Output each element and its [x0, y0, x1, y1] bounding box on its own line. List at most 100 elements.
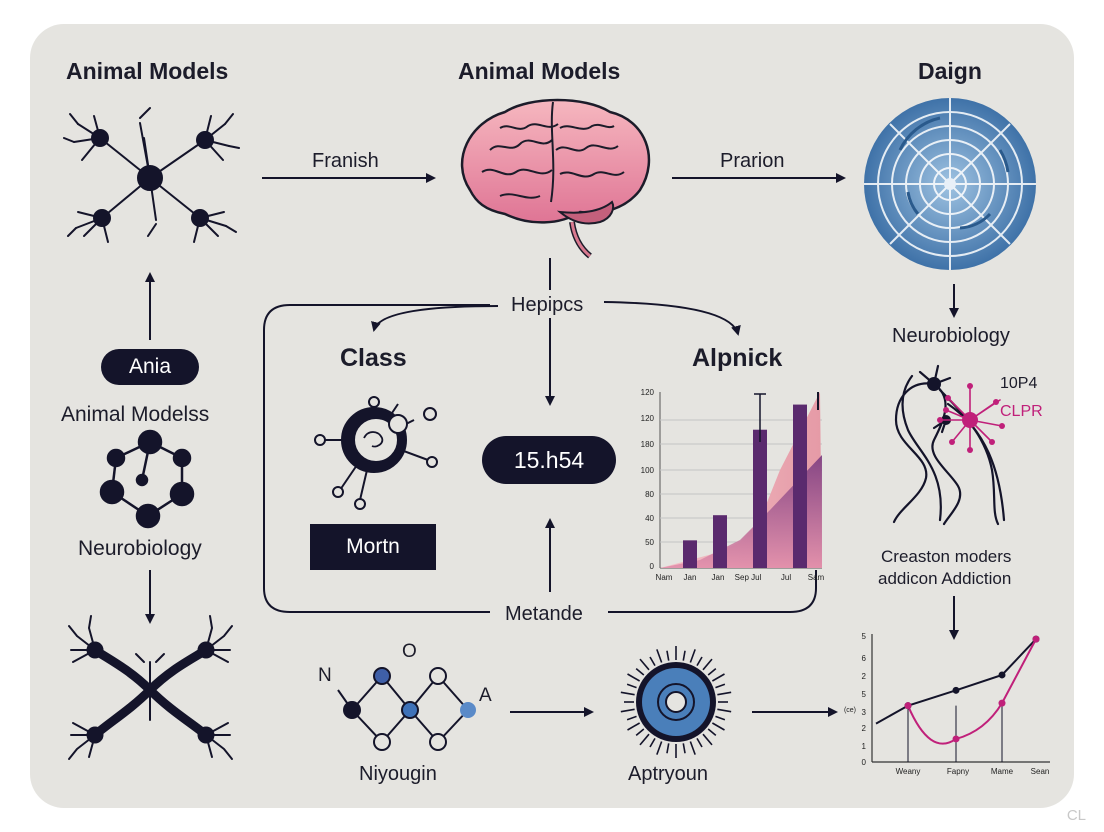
virus-icon	[620, 646, 732, 758]
neuron-pair-icon	[892, 364, 1006, 526]
virus-spike	[656, 741, 663, 755]
series-magenta-point	[998, 699, 1006, 707]
virus-spike	[656, 649, 663, 663]
line-x-tick: Mame	[991, 767, 1014, 776]
series-dark-point	[998, 671, 1006, 679]
hub-label: Hepipcs	[511, 294, 584, 316]
series-magenta-point	[952, 735, 960, 743]
neuron-cluster-icon	[63, 107, 240, 243]
bar-x-tick: Jul	[781, 573, 791, 582]
line-x-tick: Weany	[896, 767, 921, 776]
bottom-left-caption: Niyougin	[359, 763, 437, 785]
virus-spike	[707, 728, 717, 737]
virus-spike	[689, 741, 696, 755]
virus-spike	[666, 743, 670, 754]
bar-y-tick: 50	[645, 538, 654, 547]
virus-spike	[682, 743, 686, 754]
virus-spike	[696, 656, 703, 667]
line-y-tick: 6	[862, 654, 867, 663]
molecule-icon	[99, 429, 195, 529]
series-magenta-line	[907, 638, 1037, 745]
line-y-tick: 1	[862, 742, 867, 751]
value-label: 15.h54	[513, 446, 585, 473]
virus-spike	[696, 737, 703, 748]
line-x-tick: Sean	[1031, 767, 1050, 776]
watermark: CL	[1066, 807, 1086, 824]
clpr-label: CLPR	[1000, 403, 1043, 420]
circular-maze-icon	[864, 98, 1036, 270]
bar-y-tick: 180	[641, 440, 655, 449]
virus-spike	[711, 673, 725, 682]
line-y-tick: 3	[862, 708, 867, 717]
virus-spike	[620, 708, 635, 713]
arrow-label-left: Franish	[312, 150, 379, 172]
bar-y-tick: 40	[645, 514, 654, 523]
line-x-tick: Fapny	[947, 767, 969, 776]
line-chart: 5 6 2 5 3 2 1 0 (ce) Weany Fapny Mame Sean	[844, 632, 1050, 776]
ania-pill: Ania	[101, 349, 199, 385]
bar-3	[793, 404, 807, 568]
left-subtitle: Neurobiology	[78, 537, 202, 560]
virus-spike	[682, 650, 686, 661]
virus-spike	[715, 715, 726, 721]
bar-2	[753, 429, 767, 568]
virus-spike	[639, 658, 650, 671]
bar-y-tick: 120	[641, 414, 655, 423]
virus-spike	[620, 691, 635, 696]
line-y-label: (ce)	[844, 707, 856, 714]
series-dark-point	[952, 686, 960, 694]
virus-spike	[715, 683, 726, 689]
header-center: Animal Models	[458, 58, 621, 84]
bottom-mid-caption: Aptryoun	[628, 763, 709, 785]
virus-spike	[635, 728, 645, 737]
series-magenta-point	[1032, 635, 1040, 643]
class-title: Class	[340, 344, 407, 372]
alpnick-title: Alpnick	[692, 344, 783, 372]
right-title: Neurobiology	[892, 325, 1010, 347]
brain-icon	[460, 98, 651, 259]
caption-line1: Creaston moders	[881, 547, 1012, 566]
virus-spike	[666, 650, 670, 661]
code-label: 10P4	[1000, 375, 1038, 392]
bar-y-tick: 0	[650, 562, 655, 571]
center-frame	[263, 258, 817, 613]
line-y-tick: 2	[862, 672, 867, 681]
line-y-tick: 5	[862, 690, 867, 699]
virus-spike	[635, 667, 645, 676]
bar-x-tick: Jan	[712, 573, 725, 582]
line-y-tick: 0	[862, 758, 867, 767]
neurons-icon	[68, 615, 233, 760]
virus-spike	[702, 658, 713, 671]
node-a-label: A	[479, 685, 492, 706]
virus-spike	[711, 722, 725, 731]
bar-x-tick: Sep Jul	[735, 573, 762, 582]
bar-x-tick: Jan	[684, 573, 697, 582]
virus-spike	[649, 737, 656, 748]
bar-x-tick: Sam	[808, 573, 825, 582]
virus-spike	[639, 733, 650, 746]
line-y-tick: 2	[862, 724, 867, 733]
left-title: Animal Modelss	[61, 403, 210, 426]
mortn-box: Mortn	[310, 524, 436, 570]
value-pill: 15.h54	[482, 436, 616, 484]
molecule-chain-icon	[337, 667, 476, 751]
virus-spike	[626, 683, 637, 689]
bar-0	[683, 540, 697, 568]
node-o-label: O	[402, 641, 417, 662]
virus-spike	[627, 722, 641, 731]
bar-1	[713, 515, 727, 568]
bar-y-tick: 100	[641, 466, 655, 475]
virus-spike	[717, 691, 732, 696]
virus-spike	[707, 667, 717, 676]
virus-spike	[702, 733, 713, 746]
virus-spike	[627, 673, 641, 682]
series-magenta-point	[904, 702, 912, 710]
virus-spike	[626, 715, 637, 721]
bar-y-tick: 120	[641, 388, 655, 397]
virus-spike	[717, 708, 732, 713]
mortn-label: Mortn	[346, 535, 400, 558]
line-y-tick: 5	[862, 632, 867, 641]
header-right: Daign	[918, 58, 982, 84]
virus-spike	[649, 656, 656, 667]
arrow-label-right: Prarion	[720, 150, 785, 172]
